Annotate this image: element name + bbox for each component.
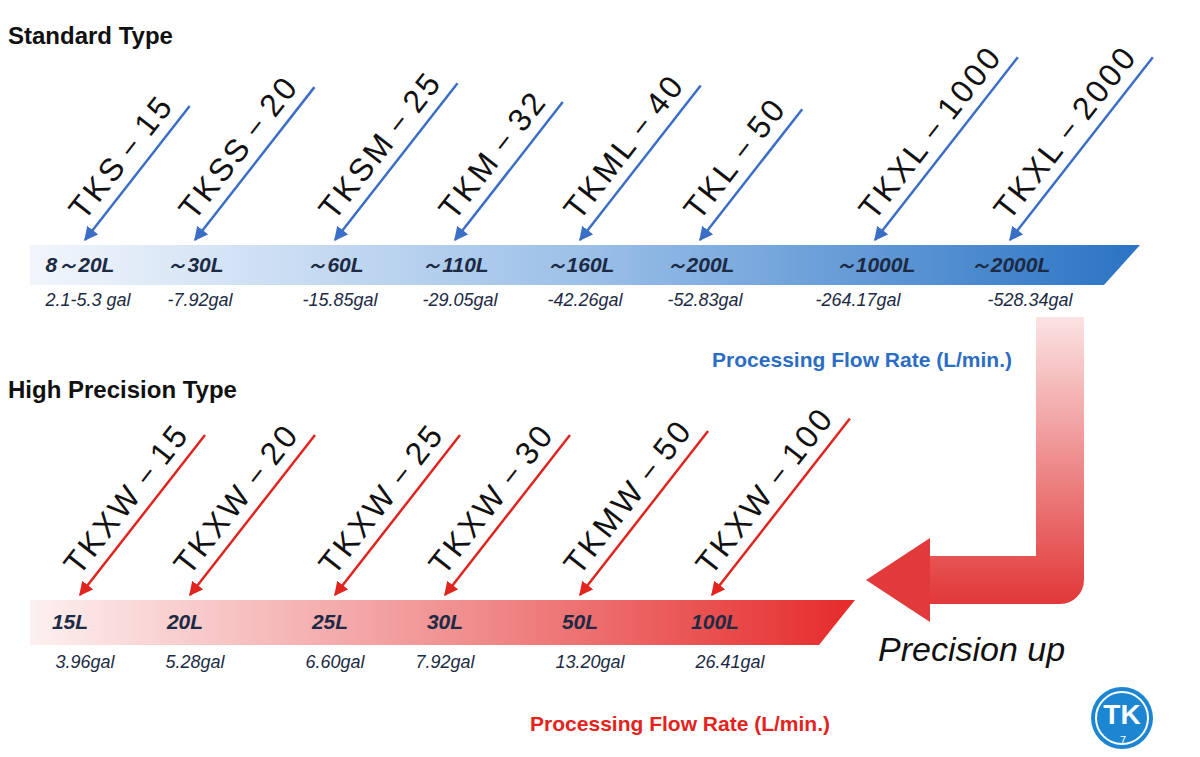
flow-rate-value: ～110L	[421, 253, 488, 277]
model-name: TKL－50	[677, 91, 794, 226]
flow-rate-value: ～200L	[666, 253, 735, 277]
model-name: TKM－32	[432, 84, 554, 226]
flow-rate-value: 8～20L	[46, 253, 115, 277]
page-number: 7	[1120, 735, 1126, 746]
gallon-value: 13.20gal	[555, 652, 624, 673]
gallon-value: 3.96gal	[55, 652, 114, 673]
model-name: TKSS－20	[172, 69, 306, 226]
flow-rate-value: ～60L	[306, 253, 363, 277]
gallon-value: -15.85gal	[302, 290, 377, 311]
flow-rate-value: 20L	[167, 610, 203, 634]
gallon-value: 2.1-5.3 gal	[45, 290, 130, 311]
flow-rate-value: ～2000L	[970, 253, 1051, 277]
logo-text: TK	[1103, 701, 1140, 729]
axis-label: Processing Flow Rate (L/min.)	[530, 712, 830, 736]
logo-badge	[1091, 687, 1153, 749]
flow-rate-value: 15L	[52, 610, 88, 634]
model-name: TKS－15	[62, 88, 181, 226]
gallon-value: 26.41gal	[695, 652, 764, 673]
flow-rate-value: ～160L	[546, 253, 615, 277]
flow-bar	[30, 245, 1140, 285]
gallon-value: -7.92gal	[167, 290, 232, 311]
gallon-value: -264.17gal	[815, 290, 900, 311]
flow-rate-value: 100L	[691, 610, 739, 634]
model-name: TKSM－25	[312, 65, 449, 227]
band-heading: High Precision Type	[8, 376, 237, 404]
band-heading: Standard Type	[8, 22, 173, 50]
model-name: TKXW－100	[689, 400, 841, 581]
flow-rate-value: ～1000L	[835, 253, 916, 277]
flow-bar	[30, 600, 855, 645]
flow-rate-value: ～30L	[166, 253, 223, 277]
flow-rate-value: 25L	[312, 610, 348, 634]
model-name: TKXL－1000	[852, 39, 1009, 226]
gallon-value: 7.92gal	[415, 652, 474, 673]
gallon-value: -29.05gal	[422, 290, 497, 311]
flow-rate-value: 50L	[562, 610, 598, 634]
gallon-value: 6.60gal	[305, 652, 364, 673]
model-name: TKMW－50	[557, 413, 699, 582]
flow-rate-value: 30L	[427, 610, 463, 634]
leader-lines	[80, 57, 1153, 595]
gallon-value: -528.34gal	[987, 290, 1072, 311]
arrow-head	[866, 538, 930, 622]
model-name: TKML－40	[557, 67, 692, 226]
axis-label: Processing Flow Rate (L/min.)	[712, 348, 1012, 372]
edge-label: Precision up	[878, 630, 1065, 669]
gallon-value: 5.28gal	[165, 652, 224, 673]
gallon-value: -52.83gal	[667, 290, 742, 311]
logo-circle	[1091, 687, 1153, 749]
gallon-value: -42.26gal	[547, 290, 622, 311]
